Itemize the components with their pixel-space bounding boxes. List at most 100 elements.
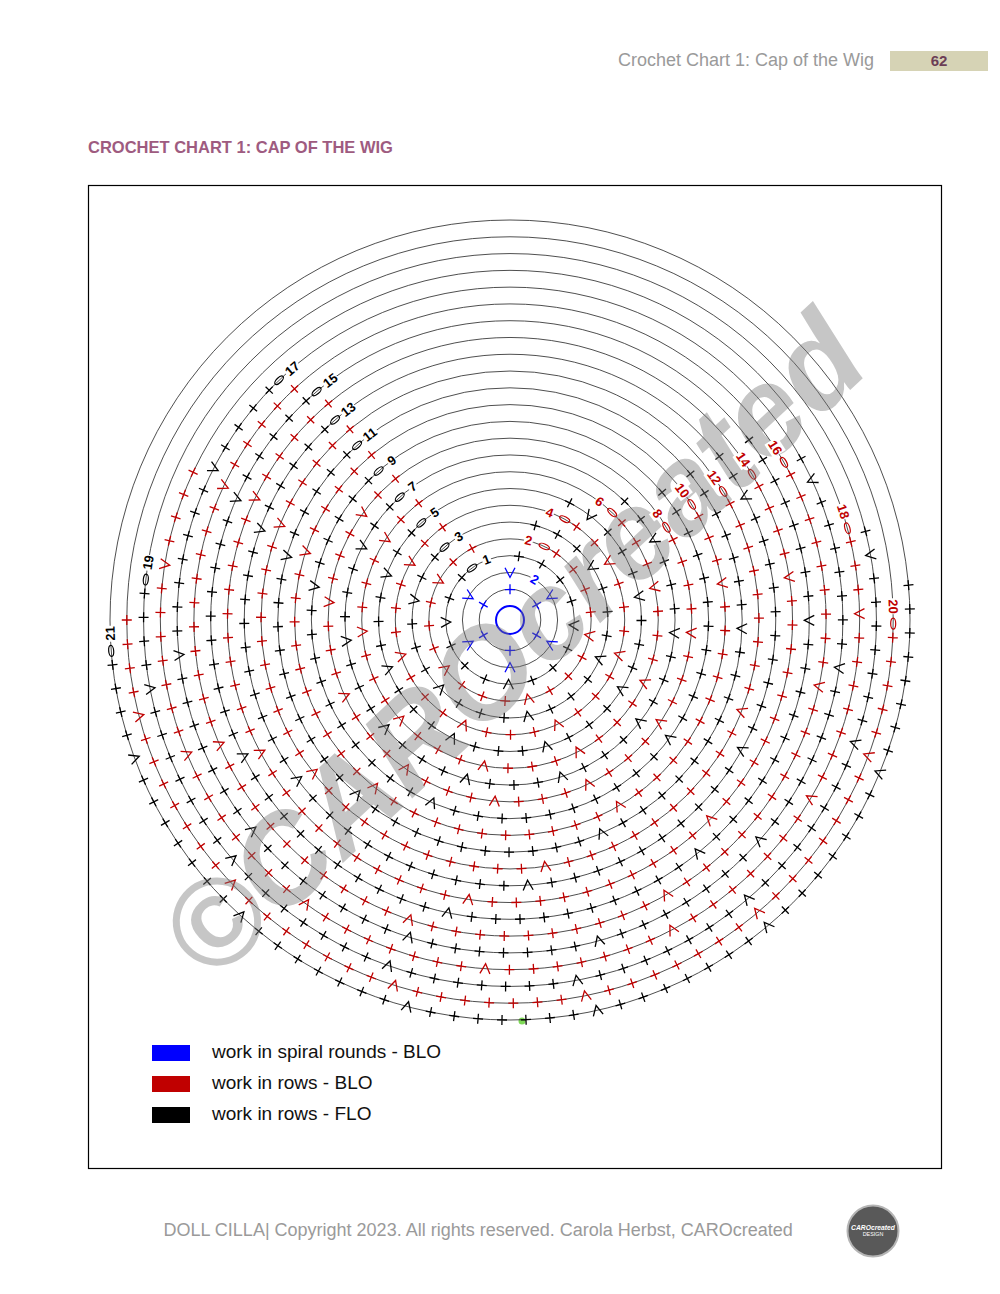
stitch-symbol (745, 797, 753, 805)
stitch-symbol (326, 700, 335, 709)
stitch-symbol (600, 952, 610, 962)
stitch-symbol (170, 801, 179, 810)
stitch-symbol (501, 981, 511, 991)
stitch-symbol (241, 642, 251, 652)
stitch-symbol (427, 939, 437, 949)
stitch-symbol (525, 981, 535, 991)
stitch-symbol (801, 567, 811, 577)
stitch-symbol (615, 651, 626, 661)
stitch-symbol (368, 451, 376, 459)
stitch-symbol (208, 765, 217, 774)
page-number-box: 62 (890, 51, 988, 71)
stitch-symbol (108, 660, 118, 670)
stitch-symbol (517, 864, 527, 874)
stitch-symbol (380, 995, 389, 1004)
stitch-symbol (391, 627, 401, 637)
stitch-symbol (837, 591, 847, 601)
stitch-symbol (729, 553, 739, 563)
stitch-symbol (396, 580, 406, 590)
stitch-symbol (705, 923, 713, 931)
stitch-symbol (720, 626, 730, 636)
stitch-symbol (382, 906, 391, 915)
stitch-symbol (558, 772, 567, 783)
stitch-symbol (174, 839, 182, 847)
stitch-symbol (469, 861, 479, 871)
stitch-symbol (707, 816, 718, 827)
stitch-symbol (342, 925, 351, 934)
stitch-symbol (237, 704, 246, 713)
stitch-symbol (567, 693, 575, 701)
stitch-symbol (270, 433, 278, 441)
stitch-symbol (639, 920, 648, 929)
stitch-symbol (865, 790, 874, 799)
stitch-symbol (343, 451, 350, 458)
stitch-symbol (177, 674, 187, 684)
stitch-symbol (675, 775, 682, 782)
stitch-symbol (395, 875, 404, 884)
stitch-symbol (174, 651, 184, 661)
stitch-symbol (428, 870, 438, 880)
stitch-symbol (713, 833, 720, 840)
stitch-symbol (433, 957, 443, 967)
stitch-symbol (758, 777, 766, 785)
stitch-symbol (905, 604, 915, 614)
stitch-symbol (161, 680, 171, 690)
stitch-symbol (759, 536, 769, 546)
stitch-symbol (224, 585, 234, 595)
stitch-symbol (249, 404, 257, 412)
stitch-symbol (723, 798, 731, 806)
node-text: CAROcreated (851, 1224, 895, 1231)
stitch-symbol (217, 479, 228, 488)
stitch-symbol (658, 834, 666, 842)
stitch-symbol (386, 944, 395, 953)
stitch-symbol (374, 617, 384, 627)
stitch-symbol (750, 758, 759, 767)
stitch-symbol (199, 694, 209, 704)
stitch-symbol (245, 726, 254, 735)
stitch-symbol (329, 442, 336, 449)
stitch-symbol (619, 818, 628, 827)
stitch-symbol (446, 857, 456, 867)
stitch-symbol (753, 589, 763, 599)
stitch-symbol (286, 692, 295, 701)
stitch-symbol (158, 656, 168, 666)
stitch-symbol (843, 705, 853, 715)
stitch-symbol (903, 652, 913, 662)
stitch-symbol (587, 851, 596, 860)
stitch-symbol (258, 421, 266, 429)
stitch-symbol (564, 733, 573, 742)
stitch-symbol (715, 937, 723, 945)
stitch-symbol (362, 578, 372, 588)
stitch-symbol (704, 621, 714, 631)
stitch-symbol (364, 935, 373, 944)
stitch-symbol (348, 564, 358, 574)
stitch-symbol (640, 901, 649, 910)
stitch-symbol (677, 675, 686, 684)
stitch-symbol (325, 400, 333, 408)
stitch-symbol (266, 387, 273, 394)
stitch-symbol (789, 711, 798, 720)
stitch-symbol (658, 792, 666, 800)
stitch-symbol (248, 547, 258, 557)
stitch-symbol (493, 746, 503, 756)
stitch-symbol (392, 475, 400, 483)
stitch-symbol (161, 819, 170, 828)
stitch-symbol (323, 952, 332, 961)
stitch-symbol (523, 931, 533, 941)
stitch-symbol (342, 588, 352, 598)
stitch-symbol (593, 812, 602, 821)
stitch-symbol (187, 796, 196, 805)
stitch-symbol (300, 508, 309, 517)
round-number: 17 (281, 358, 303, 380)
stitch-symbol (817, 733, 826, 742)
stitch-symbol (648, 655, 658, 665)
stitch-symbol (861, 527, 871, 537)
stitch-symbol (609, 842, 618, 851)
stitch-symbol (237, 754, 248, 763)
stitch-symbol (314, 967, 323, 976)
stitch-symbol (172, 626, 182, 636)
stitch-symbol (140, 588, 150, 598)
stitch-symbol (756, 837, 767, 847)
stitch-symbol (240, 594, 250, 604)
stitch-symbol (281, 550, 292, 560)
